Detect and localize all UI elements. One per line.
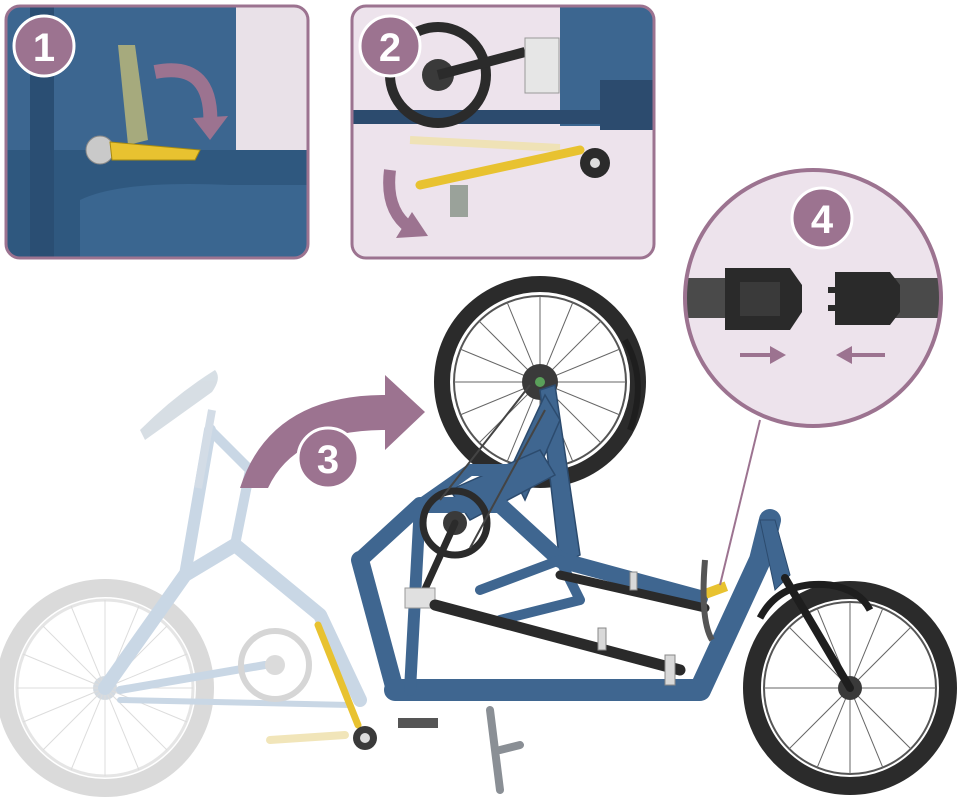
step-badge-3: 3 [298, 428, 358, 488]
step-number-2: 2 [379, 26, 401, 70]
step-badge-1: 1 [14, 16, 74, 76]
step-number-4: 4 [811, 198, 834, 242]
pedal [398, 718, 438, 728]
ghost-pedal [270, 735, 345, 740]
kickstand [490, 710, 520, 790]
step-badge-4: 4 [792, 188, 852, 248]
step-badge-2: 2 [360, 16, 420, 76]
step-number-1: 1 [33, 26, 55, 70]
step-number-3: 3 [317, 438, 339, 482]
